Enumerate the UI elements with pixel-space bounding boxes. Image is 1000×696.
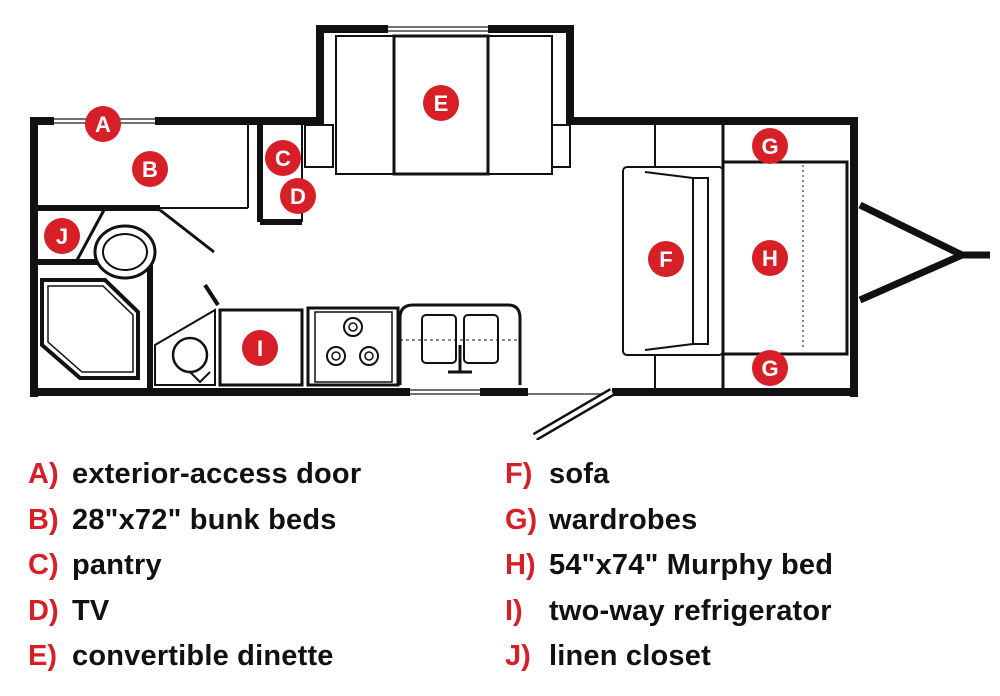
- svg-text:H: H: [762, 246, 778, 271]
- stove: [306, 306, 400, 387]
- bathroom-sink: [154, 308, 216, 386]
- svg-text:E: E: [434, 91, 449, 116]
- legend-item-c: C) pantry: [28, 543, 488, 589]
- marker-F: F: [648, 241, 684, 277]
- legend-key: J): [505, 640, 531, 672]
- svg-text:B: B: [142, 157, 158, 182]
- shower: [40, 278, 140, 380]
- legend-item-g: G) wardrobes: [505, 498, 965, 544]
- legend-item-j: J) linen closet: [505, 634, 965, 680]
- entry-door: [528, 388, 615, 440]
- legend-item-a: A) exterior-access door: [28, 452, 488, 498]
- legend-text: 54"x74" Murphy bed: [549, 549, 834, 581]
- legend-text: wardrobes: [549, 503, 698, 536]
- legend-key: C): [28, 549, 59, 581]
- legend-text: exterior-access door: [72, 458, 362, 490]
- legend-key: D): [28, 594, 59, 627]
- svg-text:D: D: [290, 184, 306, 209]
- legend-text: TV: [72, 594, 110, 627]
- marker-B: B: [132, 151, 168, 187]
- marker-E: E: [423, 85, 459, 121]
- kitchen-sink: [398, 303, 522, 385]
- legend-item-d: D) TV: [28, 589, 488, 635]
- marker-G-top: G: [752, 128, 788, 164]
- legend-key: H): [505, 549, 536, 581]
- legend-key: G): [505, 503, 538, 536]
- legend-item-i: I) two-way refrigerator: [505, 589, 965, 635]
- trailer-hitch: [858, 201, 990, 304]
- marker-I: I: [242, 330, 278, 366]
- legend-key: E): [28, 640, 57, 672]
- interior-walls: [34, 125, 303, 392]
- marker-D: D: [280, 178, 316, 214]
- legend-key: B): [28, 503, 59, 536]
- floor-plan: A B C D E F G G H I J: [30, 25, 990, 440]
- svg-text:C: C: [275, 146, 291, 171]
- legend-left: A) exterior-access door B) 28"x72" bunk be…: [28, 452, 488, 680]
- legend-key: A): [28, 458, 59, 490]
- legend-item-f: F) sofa: [505, 452, 965, 498]
- legend-text: pantry: [72, 549, 162, 581]
- svg-text:G: G: [761, 134, 778, 159]
- legend-key: F): [505, 458, 533, 490]
- marker-J: J: [44, 218, 80, 254]
- marker-C: C: [265, 140, 301, 176]
- svg-text:F: F: [659, 247, 672, 272]
- legend-text: two-way refrigerator: [549, 594, 832, 627]
- legend-text: linen closet: [549, 640, 711, 672]
- svg-text:J: J: [56, 224, 68, 249]
- legend-item-e: E) convertible dinette: [28, 634, 488, 680]
- marker-A: A: [85, 106, 121, 142]
- legend-key: I): [505, 594, 523, 627]
- legend-text: convertible dinette: [72, 640, 334, 672]
- svg-text:A: A: [95, 112, 111, 137]
- legend-text: sofa: [549, 458, 610, 490]
- legend-item-b: B) 28"x72" bunk beds: [28, 498, 488, 544]
- toilet: [93, 224, 157, 280]
- legend-item-h: H) 54"x74" Murphy bed: [505, 543, 965, 589]
- marker-G-bottom: G: [752, 350, 788, 386]
- legend-right: F)sofa G)wardrobes H)54"x74" Murphy bed …: [505, 452, 965, 680]
- marker-H: H: [752, 240, 788, 276]
- svg-text:I: I: [257, 336, 263, 361]
- legend-text: 28"x72" bunk beds: [72, 503, 337, 536]
- svg-text:G: G: [761, 356, 778, 381]
- exterior-walls: [30, 25, 858, 397]
